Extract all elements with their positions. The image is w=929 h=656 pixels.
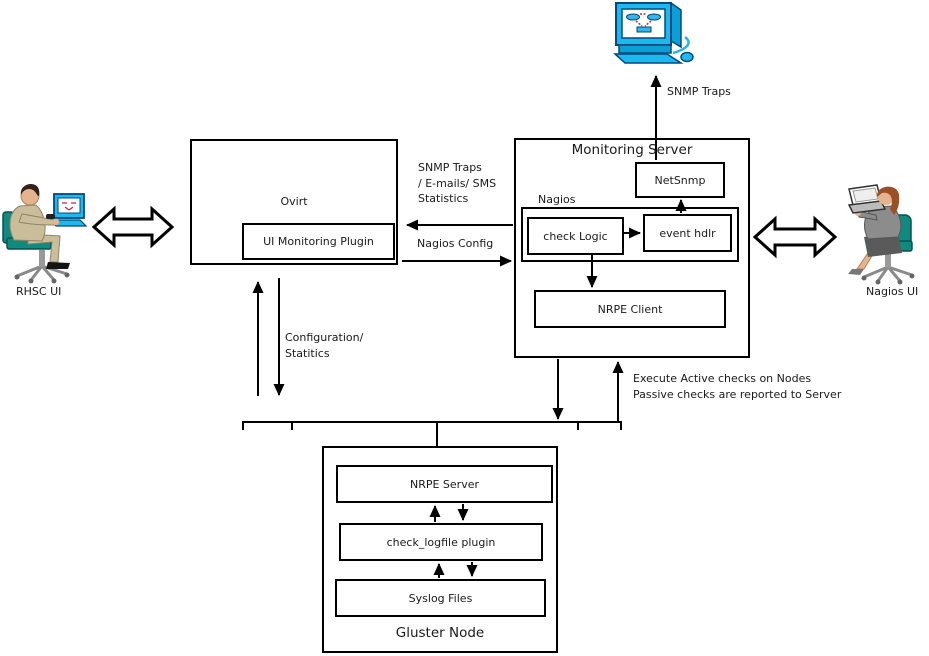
ui-monitoring-plugin-label: UI Monitoring Plugin (263, 235, 374, 248)
snmp-traps-top-label: SNMP Traps (667, 85, 731, 98)
nrpe-client-box: NRPE Client (534, 290, 726, 328)
check-logic-label: check Logic (543, 229, 608, 243)
node-bus-line (242, 421, 622, 430)
nrpe-server-box: NRPE Server (336, 465, 553, 503)
nagios-user-icon (846, 181, 928, 291)
nagios-group-box: check Logic event hdlr (521, 207, 739, 262)
event-hdlr-label: event hdlr (659, 226, 716, 240)
nagios-config-label: Nagios Config (417, 237, 494, 250)
syslog-files-box: Syslog Files (335, 579, 546, 617)
nrpe-server-label: NRPE Server (409, 477, 480, 491)
snmp-stats-flow-label: SNMP Traps / E-mails/ SMS Statistics (418, 161, 497, 205)
double-arrow-rhsc-ovirt (91, 205, 175, 249)
check-logic-box: check Logic (527, 217, 624, 255)
config-stats-label: Configuration/ Statitics (285, 331, 364, 360)
monitoring-server-title: Monitoring Server (571, 142, 693, 158)
nagios-group-label: Nagios (538, 193, 576, 206)
check-logfile-plugin-label: check_logfile plugin (386, 535, 496, 549)
event-hdlr-box: event hdlr (643, 214, 732, 252)
rhsc-ui-label: RHSC UI (16, 285, 62, 298)
execute-checks-label: Execute Active checks on Nodes Passive c… (633, 372, 842, 401)
rhsc-user-icon (2, 178, 92, 290)
nagios-ui-label: Nagios UI (866, 285, 919, 298)
syslog-files-label: Syslog Files (408, 591, 473, 605)
nrpe-client-label: NRPE Client (597, 302, 663, 316)
netsnmp-label: NetSnmp (654, 173, 706, 187)
gluster-node-title: Gluster Node (395, 625, 485, 641)
monitoring-server-box: Monitoring Server NetSnmp Nagios check L… (514, 138, 750, 358)
ui-monitoring-plugin-box: UI Monitoring Plugin (242, 223, 395, 260)
check-logfile-plugin-box: check_logfile plugin (339, 523, 543, 561)
double-arrow-server-nagiosui (752, 215, 838, 259)
ovirt-box: Ovirt UI Monitoring Plugin (190, 139, 398, 265)
ovirt-title: Ovirt (280, 195, 308, 208)
gluster-node-box: NRPE Server check_logfile plugin Syslog … (322, 446, 558, 653)
netsnmp-box: NetSnmp (635, 162, 725, 198)
snmp-workstation-icon (613, 1, 697, 71)
